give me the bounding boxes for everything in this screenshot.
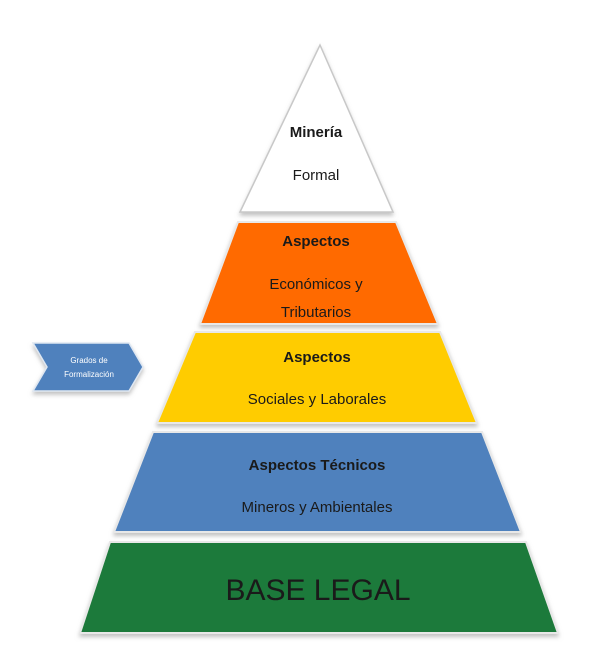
tier-formal-mining-line1: Minería	[290, 124, 343, 141]
tier-legal-base-label: BASE LEGAL	[225, 574, 410, 607]
tier-social-line2: Sociales y Laborales	[248, 391, 386, 408]
tier-economic-shape	[198, 221, 440, 325]
tier-economic-line3: Tributarios	[281, 304, 351, 321]
tier-social-shape	[155, 331, 479, 424]
tier-formal-mining-shape	[238, 43, 395, 213]
tier-social-line1: Aspectos	[283, 349, 351, 366]
tier-technical-line1: Aspectos Técnicos	[249, 457, 386, 474]
formalization-arrow-shape	[31, 342, 144, 392]
tier-formal-mining-line2: Formal	[293, 167, 340, 184]
tier-economic-line1: Aspectos	[282, 233, 350, 250]
tier-technical-line2: Mineros y Ambientales	[242, 499, 393, 516]
formalization-arrow-line2: Formalización	[64, 370, 114, 379]
tier-technical-shape	[112, 431, 523, 533]
tier-economic-line2: Económicos y	[269, 276, 363, 293]
formalization-arrow-line1: Grados de	[70, 356, 108, 365]
tier-legal-base-shape	[78, 541, 560, 634]
